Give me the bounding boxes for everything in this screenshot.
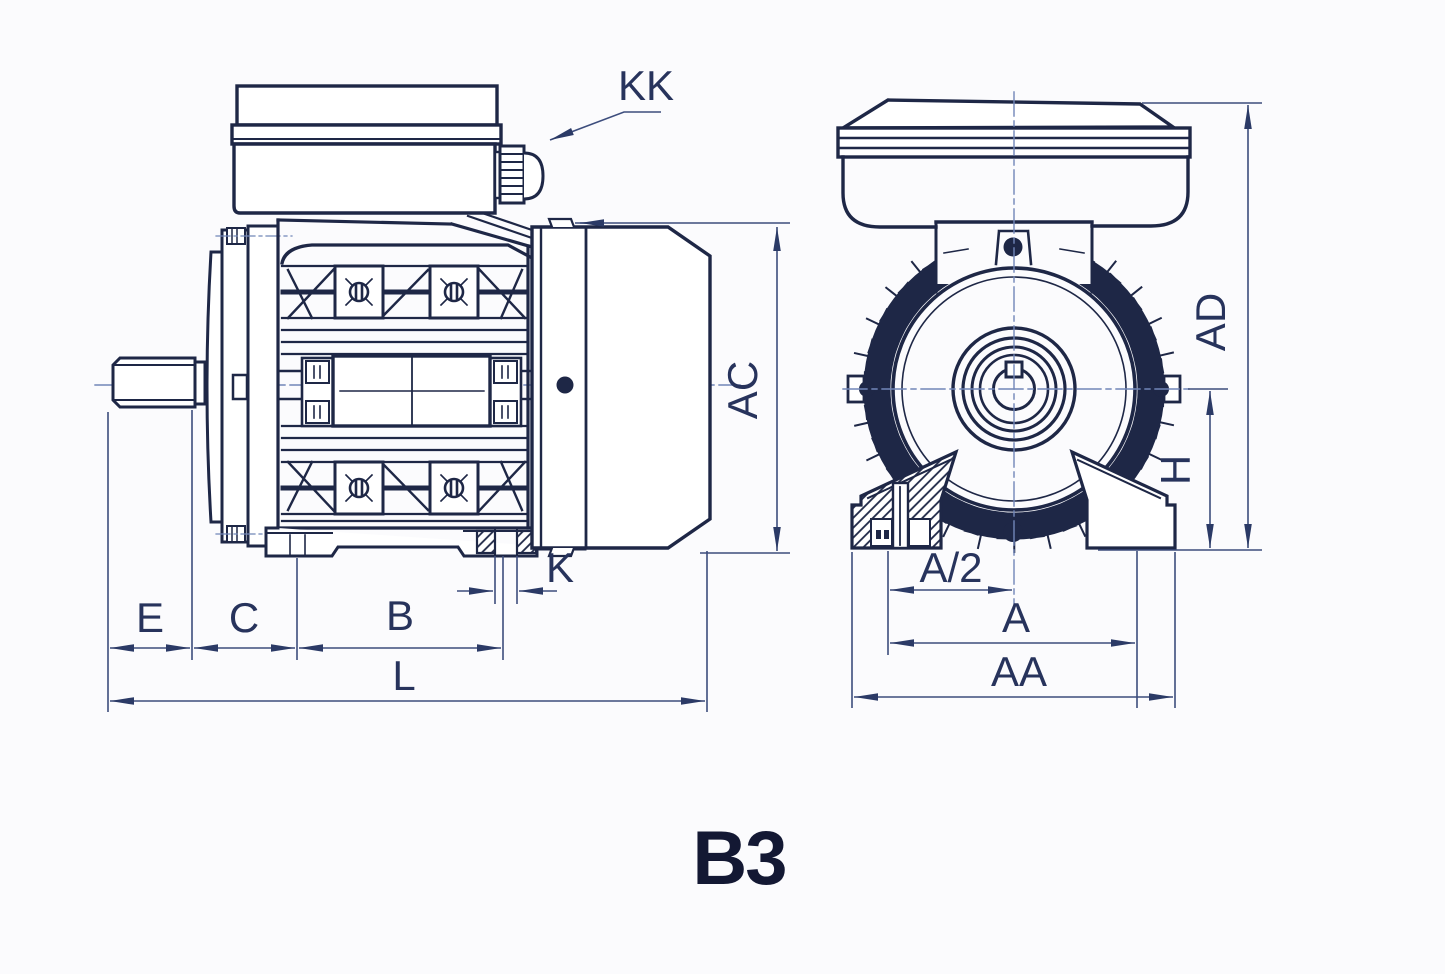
stator-windings [280, 264, 530, 516]
dimension-labels: KK E C B L K AC A/2 A AA H AD B3 [136, 62, 1234, 901]
label-ad: AD [1187, 293, 1234, 351]
winding-bolts [344, 277, 469, 503]
terminal-box-side [230, 84, 545, 215]
top-bolt-bracket [994, 229, 1033, 542]
label-ac: AC [719, 361, 766, 419]
fan-cover [530, 217, 712, 558]
dimensions [107, 102, 1262, 712]
front-feet [850, 449, 1177, 550]
label-h: H [1152, 455, 1199, 485]
shaft [111, 356, 207, 409]
bottom-bolt [1003, 522, 1023, 542]
side-feet [264, 526, 587, 558]
side-view [94, 84, 741, 558]
bolt-circle-dashes [943, 248, 1085, 254]
cable-gland [493, 144, 545, 205]
label-c: C [229, 594, 259, 641]
label-k: K [546, 544, 574, 591]
front-view [836, 91, 1192, 609]
label-e: E [136, 594, 164, 641]
front-endshield [205, 224, 293, 548]
label-a: A [1002, 594, 1030, 641]
label-aa: AA [991, 648, 1047, 695]
rotor-and-bearings [276, 354, 535, 428]
label-l: L [392, 652, 415, 699]
front-foot-right [1069, 449, 1177, 550]
terminal-box-front [836, 98, 1192, 229]
kk-leader [549, 111, 661, 141]
mounting-code: B3 [692, 816, 785, 901]
cover-bolt [556, 376, 574, 394]
label-a-half: A/2 [919, 544, 982, 591]
label-kk: KK [618, 62, 674, 109]
label-b: B [386, 592, 414, 639]
